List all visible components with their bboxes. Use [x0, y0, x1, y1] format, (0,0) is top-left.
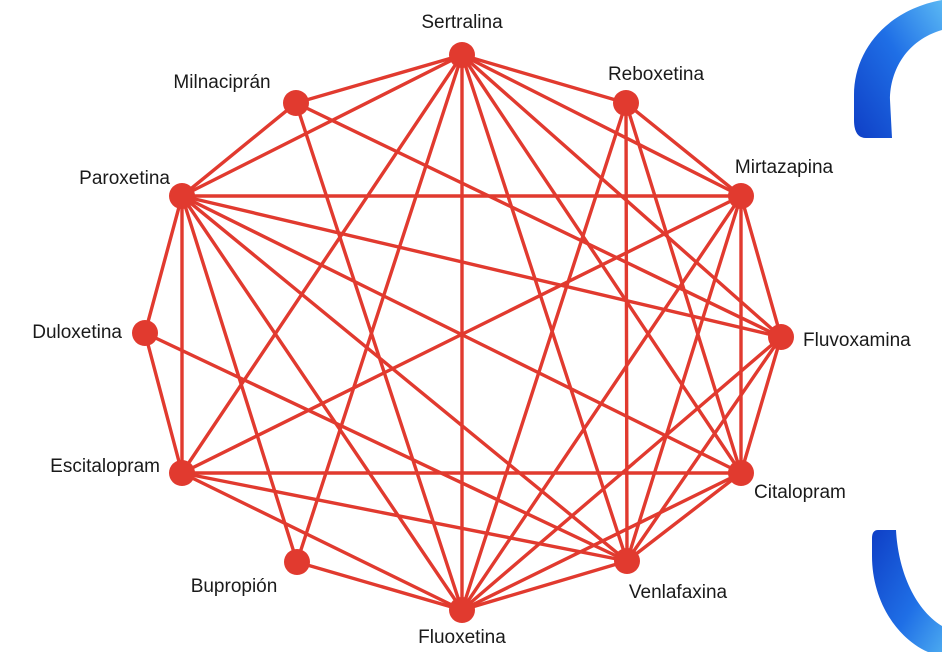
edge-reboxetina-fluoxetina: [460, 101, 628, 612]
node-sertralina: [449, 42, 475, 68]
node-label-reboxetina: Reboxetina: [608, 64, 705, 85]
node-label-escitalopram: Escitalopram: [50, 456, 160, 477]
brand-logo-fragment-top: [854, 0, 942, 138]
node-venlafaxina: [614, 548, 640, 574]
nodes-layer: [132, 42, 794, 623]
node-label-bupropion: Bupropión: [191, 576, 278, 597]
node-duloxetina: [132, 320, 158, 346]
node-fluoxetina: [449, 597, 475, 623]
edge-sertralina-milnacipran: [294, 53, 464, 105]
edge-fluoxetina-paroxetina: [180, 194, 464, 612]
node-label-citalopram: Citalopram: [754, 482, 846, 503]
node-label-duloxetina: Duloxetina: [32, 322, 122, 343]
edge-sertralina-bupropion: [295, 53, 464, 564]
node-label-venlafaxina: Venlafaxina: [629, 582, 728, 603]
node-escitalopram: [169, 460, 195, 486]
edge-sertralina-reboxetina: [460, 53, 628, 105]
edge-bupropion-paroxetina: [180, 194, 299, 564]
node-citalopram: [728, 460, 754, 486]
node-label-mirtazapina: Mirtazapina: [735, 157, 834, 178]
edge-fluvoxamina-milnacipran: [294, 101, 783, 339]
edge-duloxetina-paroxetina: [143, 194, 184, 335]
edges-layer: [143, 53, 783, 612]
edge-reboxetina-mirtazapina: [624, 101, 743, 198]
labels-layer: SertralinaReboxetinaMirtazapinaFluvoxami…: [32, 12, 911, 648]
edge-venlafaxina-fluoxetina: [460, 559, 629, 612]
node-bupropion: [284, 549, 310, 575]
edge-fluvoxamina-venlafaxina: [625, 335, 783, 563]
edge-reboxetina-venlafaxina: [624, 101, 629, 563]
edge-sertralina-paroxetina: [180, 53, 464, 198]
edge-paroxetina-milnacipran: [180, 101, 298, 198]
node-label-sertralina: Sertralina: [421, 12, 503, 33]
node-fluvoxamina: [768, 324, 794, 350]
edge-citalopram-paroxetina: [180, 194, 743, 475]
node-label-milnacipran: Milnaciprán: [173, 72, 270, 93]
edge-venlafaxina-paroxetina: [180, 194, 629, 563]
edge-sertralina-venlafaxina: [460, 53, 629, 563]
edge-citalopram-venlafaxina: [625, 471, 743, 563]
edge-fluvoxamina-citalopram: [739, 335, 783, 475]
edge-reboxetina-citalopram: [624, 101, 743, 475]
edge-venlafaxina-duloxetina: [143, 331, 629, 563]
node-milnacipran: [283, 90, 309, 116]
edge-fluoxetina-escitalopram: [180, 471, 464, 612]
edge-fluvoxamina-paroxetina: [180, 194, 783, 339]
node-reboxetina: [613, 90, 639, 116]
edge-fluoxetina-bupropion: [295, 560, 464, 612]
edge-fluoxetina-milnacipran: [294, 101, 464, 612]
node-mirtazapina: [728, 183, 754, 209]
node-label-paroxetina: Paroxetina: [79, 168, 170, 189]
node-label-fluoxetina: Fluoxetina: [418, 627, 506, 648]
edge-venlafaxina-escitalopram: [180, 471, 629, 563]
node-paroxetina: [169, 183, 195, 209]
node-label-fluvoxamina: Fluvoxamina: [803, 330, 911, 351]
edge-sertralina-mirtazapina: [460, 53, 743, 198]
edge-mirtazapina-fluvoxamina: [739, 194, 783, 339]
brand-logo-fragment-bottom: [872, 530, 942, 652]
edge-mirtazapina-venlafaxina: [625, 194, 743, 563]
edge-escitalopram-duloxetina: [143, 331, 184, 475]
